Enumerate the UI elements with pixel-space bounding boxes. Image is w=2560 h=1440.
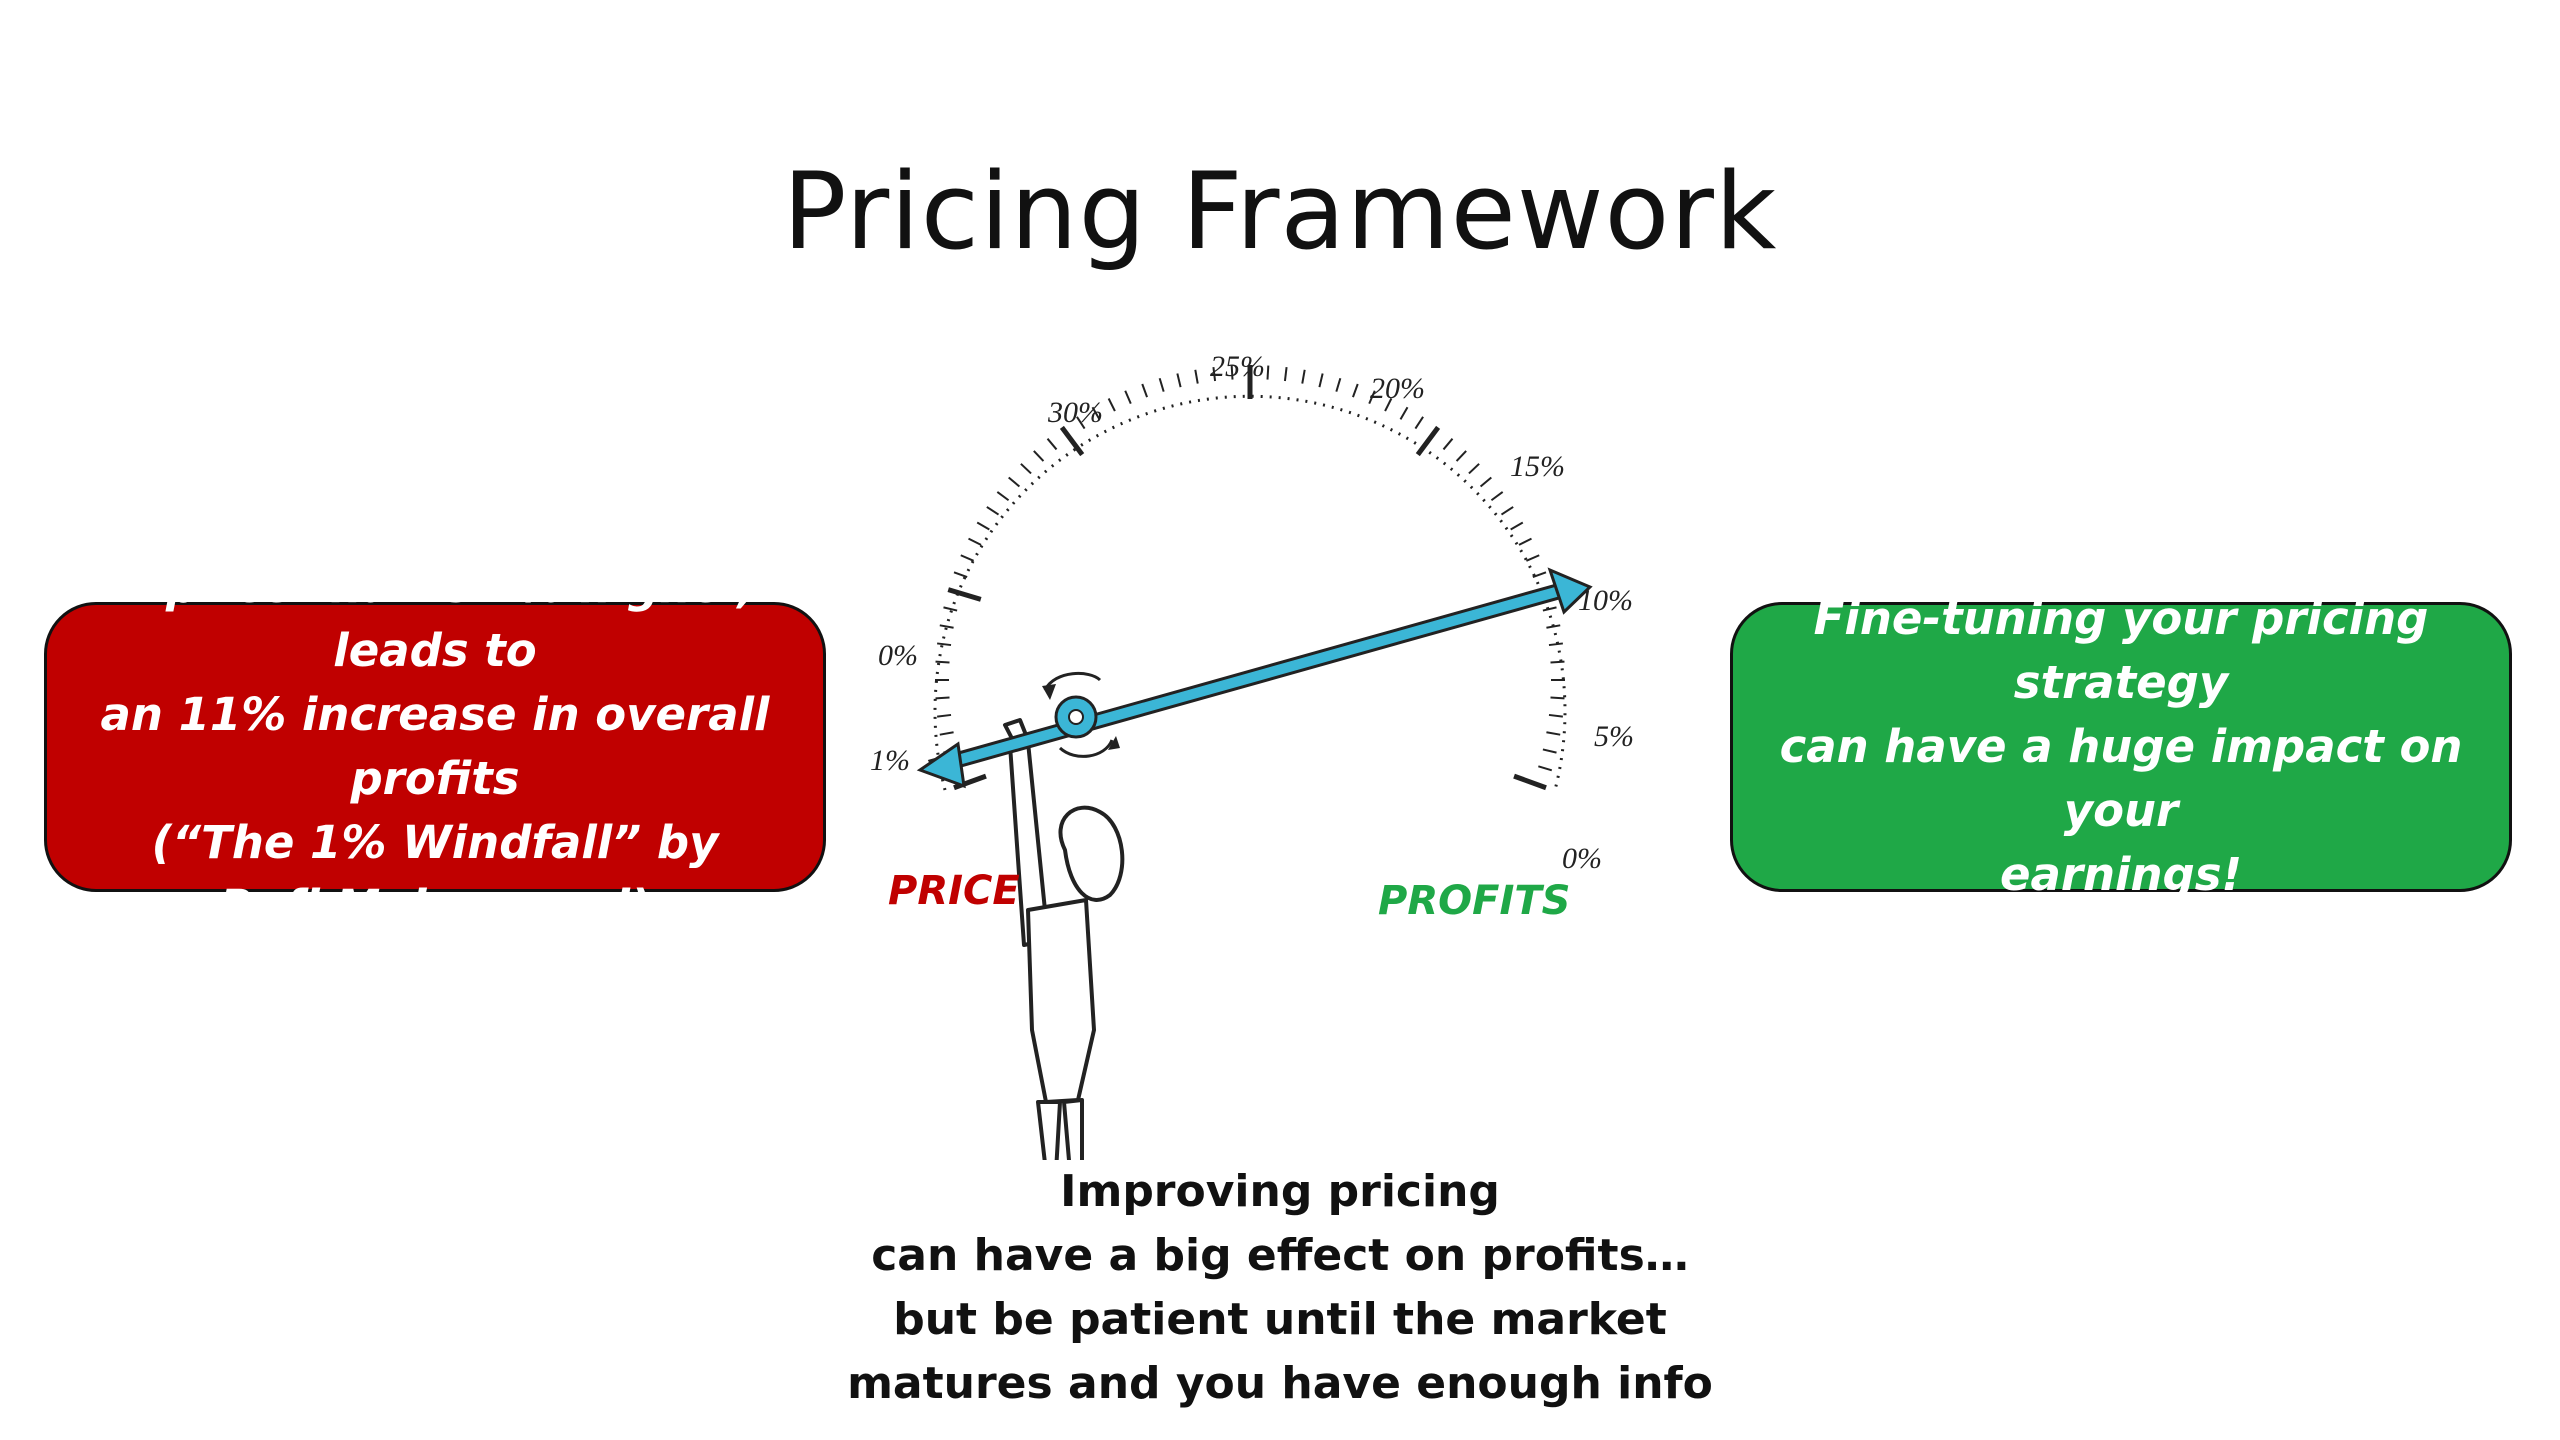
- profits-label: PROFITS: [1378, 878, 1571, 924]
- strategy-callout: Fine-tuning your pricing strategy can ha…: [1730, 592, 2512, 901]
- minor-tick: [1020, 463, 1032, 475]
- minor-tick: [1525, 554, 1540, 562]
- minor-tick: [1500, 506, 1514, 516]
- minor-tick: [996, 491, 1010, 502]
- minor-tick: [1124, 390, 1132, 405]
- minor-tick: [1046, 438, 1058, 451]
- minor-tick: [1510, 521, 1524, 531]
- minor-tick: [1518, 537, 1532, 546]
- minor-tick: [1538, 765, 1553, 772]
- minor-tick: [1141, 383, 1148, 398]
- callout-line: (“The 1% Windfall” by: [151, 816, 719, 869]
- major-tick: [1059, 425, 1085, 457]
- minor-tick: [1550, 696, 1565, 700]
- profit-tick-label: 30%: [1047, 396, 1103, 429]
- price-label: PRICE: [888, 868, 1020, 914]
- minor-tick: [1301, 369, 1306, 384]
- minor-tick: [953, 571, 968, 578]
- minor-tick: [1008, 476, 1021, 488]
- minor-tick: [1548, 713, 1563, 718]
- minor-tick: [939, 731, 954, 736]
- minor-tick: [1283, 367, 1288, 382]
- minor-tick: [1384, 398, 1393, 412]
- dial-arc: [933, 394, 1567, 791]
- major-tick: [1415, 425, 1441, 457]
- major-tick: [1513, 773, 1547, 791]
- profit-tick-label: 0%: [1562, 842, 1602, 875]
- rotation-arrow-top: [1043, 671, 1102, 691]
- minor-tick: [1548, 642, 1563, 647]
- minor-tick: [1352, 383, 1359, 398]
- minor-tick: [1335, 377, 1342, 392]
- caption: Improving pricing can have a big effect …: [780, 1160, 1780, 1416]
- rotation-arrow-bottom: [1058, 739, 1114, 758]
- gauge-needle-icon: [916, 567, 1593, 789]
- minor-tick: [935, 660, 950, 664]
- minor-tick: [1266, 365, 1270, 380]
- minor-tick: [960, 554, 975, 562]
- person-icon: [1003, 718, 1125, 1160]
- minor-tick: [937, 713, 952, 718]
- minor-tick: [1368, 390, 1376, 405]
- minor-tick: [1455, 450, 1467, 462]
- minor-tick: [943, 606, 958, 612]
- minor-tick: [1468, 463, 1480, 475]
- minor-tick: [1176, 373, 1182, 388]
- minor-tick: [968, 537, 982, 546]
- callout-line: Rafi Mohammed): [219, 880, 651, 933]
- minor-tick: [1212, 367, 1217, 382]
- dial-ticks: [935, 365, 1565, 791]
- price-tick-label: 0%: [878, 639, 918, 672]
- callout-line: A price that is 1% higher, leads to: [115, 560, 755, 677]
- slide-title: Pricing Framework: [782, 150, 1778, 273]
- minor-tick: [1550, 660, 1565, 664]
- profit-tick-label: 25%: [1210, 350, 1265, 383]
- minor-tick: [1442, 438, 1454, 451]
- minor-tick: [1091, 406, 1101, 420]
- callout-line: an 11% increase in overall profits: [100, 688, 770, 805]
- minor-tick: [935, 696, 950, 700]
- minor-tick: [1194, 369, 1199, 384]
- needle-head-right: [1547, 567, 1593, 615]
- minor-tick: [1532, 571, 1547, 578]
- minor-tick: [976, 521, 990, 531]
- minor-tick: [1546, 731, 1561, 736]
- callout-line: earnings!: [1999, 848, 2243, 901]
- price-impact-callout: A price that is 1% higher, leads to an 1…: [44, 560, 826, 933]
- minor-tick: [1230, 365, 1234, 380]
- profit-tick-label: 5%: [1594, 720, 1634, 753]
- minor-tick: [1107, 398, 1116, 412]
- minor-tick: [1399, 406, 1409, 420]
- minor-tick: [1542, 606, 1557, 612]
- minor-tick: [1033, 450, 1045, 462]
- needle-shaft: [927, 582, 1569, 775]
- callout-line: Fine-tuning your pricing strategy: [1813, 592, 2429, 709]
- price-tick-label: 1%: [870, 744, 910, 777]
- minor-tick: [1546, 624, 1561, 629]
- minor-tick: [1490, 491, 1504, 502]
- minor-tick: [1414, 416, 1424, 430]
- caption-line: but be patient until the market: [893, 1294, 1667, 1345]
- minor-tick: [1318, 373, 1324, 388]
- minor-tick: [986, 506, 1000, 516]
- profit-tick-label: 15%: [1510, 450, 1565, 483]
- minor-tick: [1479, 476, 1492, 488]
- minor-tick: [1542, 748, 1557, 754]
- minor-tick: [1076, 416, 1086, 430]
- needle-head-left: [916, 741, 966, 789]
- profit-tick-label: 20%: [1370, 372, 1425, 405]
- price-profit-gauge: 0% 1% 0% 5% 10% 15% 20% 25% 30%: [870, 350, 1634, 1160]
- caption-line: can have a big effect on profits…: [871, 1230, 1689, 1281]
- minor-tick: [937, 642, 952, 647]
- callout-line: can have a huge impact on your: [1779, 720, 2463, 837]
- minor-tick: [1158, 377, 1165, 392]
- minor-tick: [939, 624, 954, 629]
- caption-line: matures and you have enough info: [847, 1358, 1713, 1409]
- major-tick: [947, 587, 982, 602]
- caption-line: Improving pricing: [1060, 1166, 1500, 1217]
